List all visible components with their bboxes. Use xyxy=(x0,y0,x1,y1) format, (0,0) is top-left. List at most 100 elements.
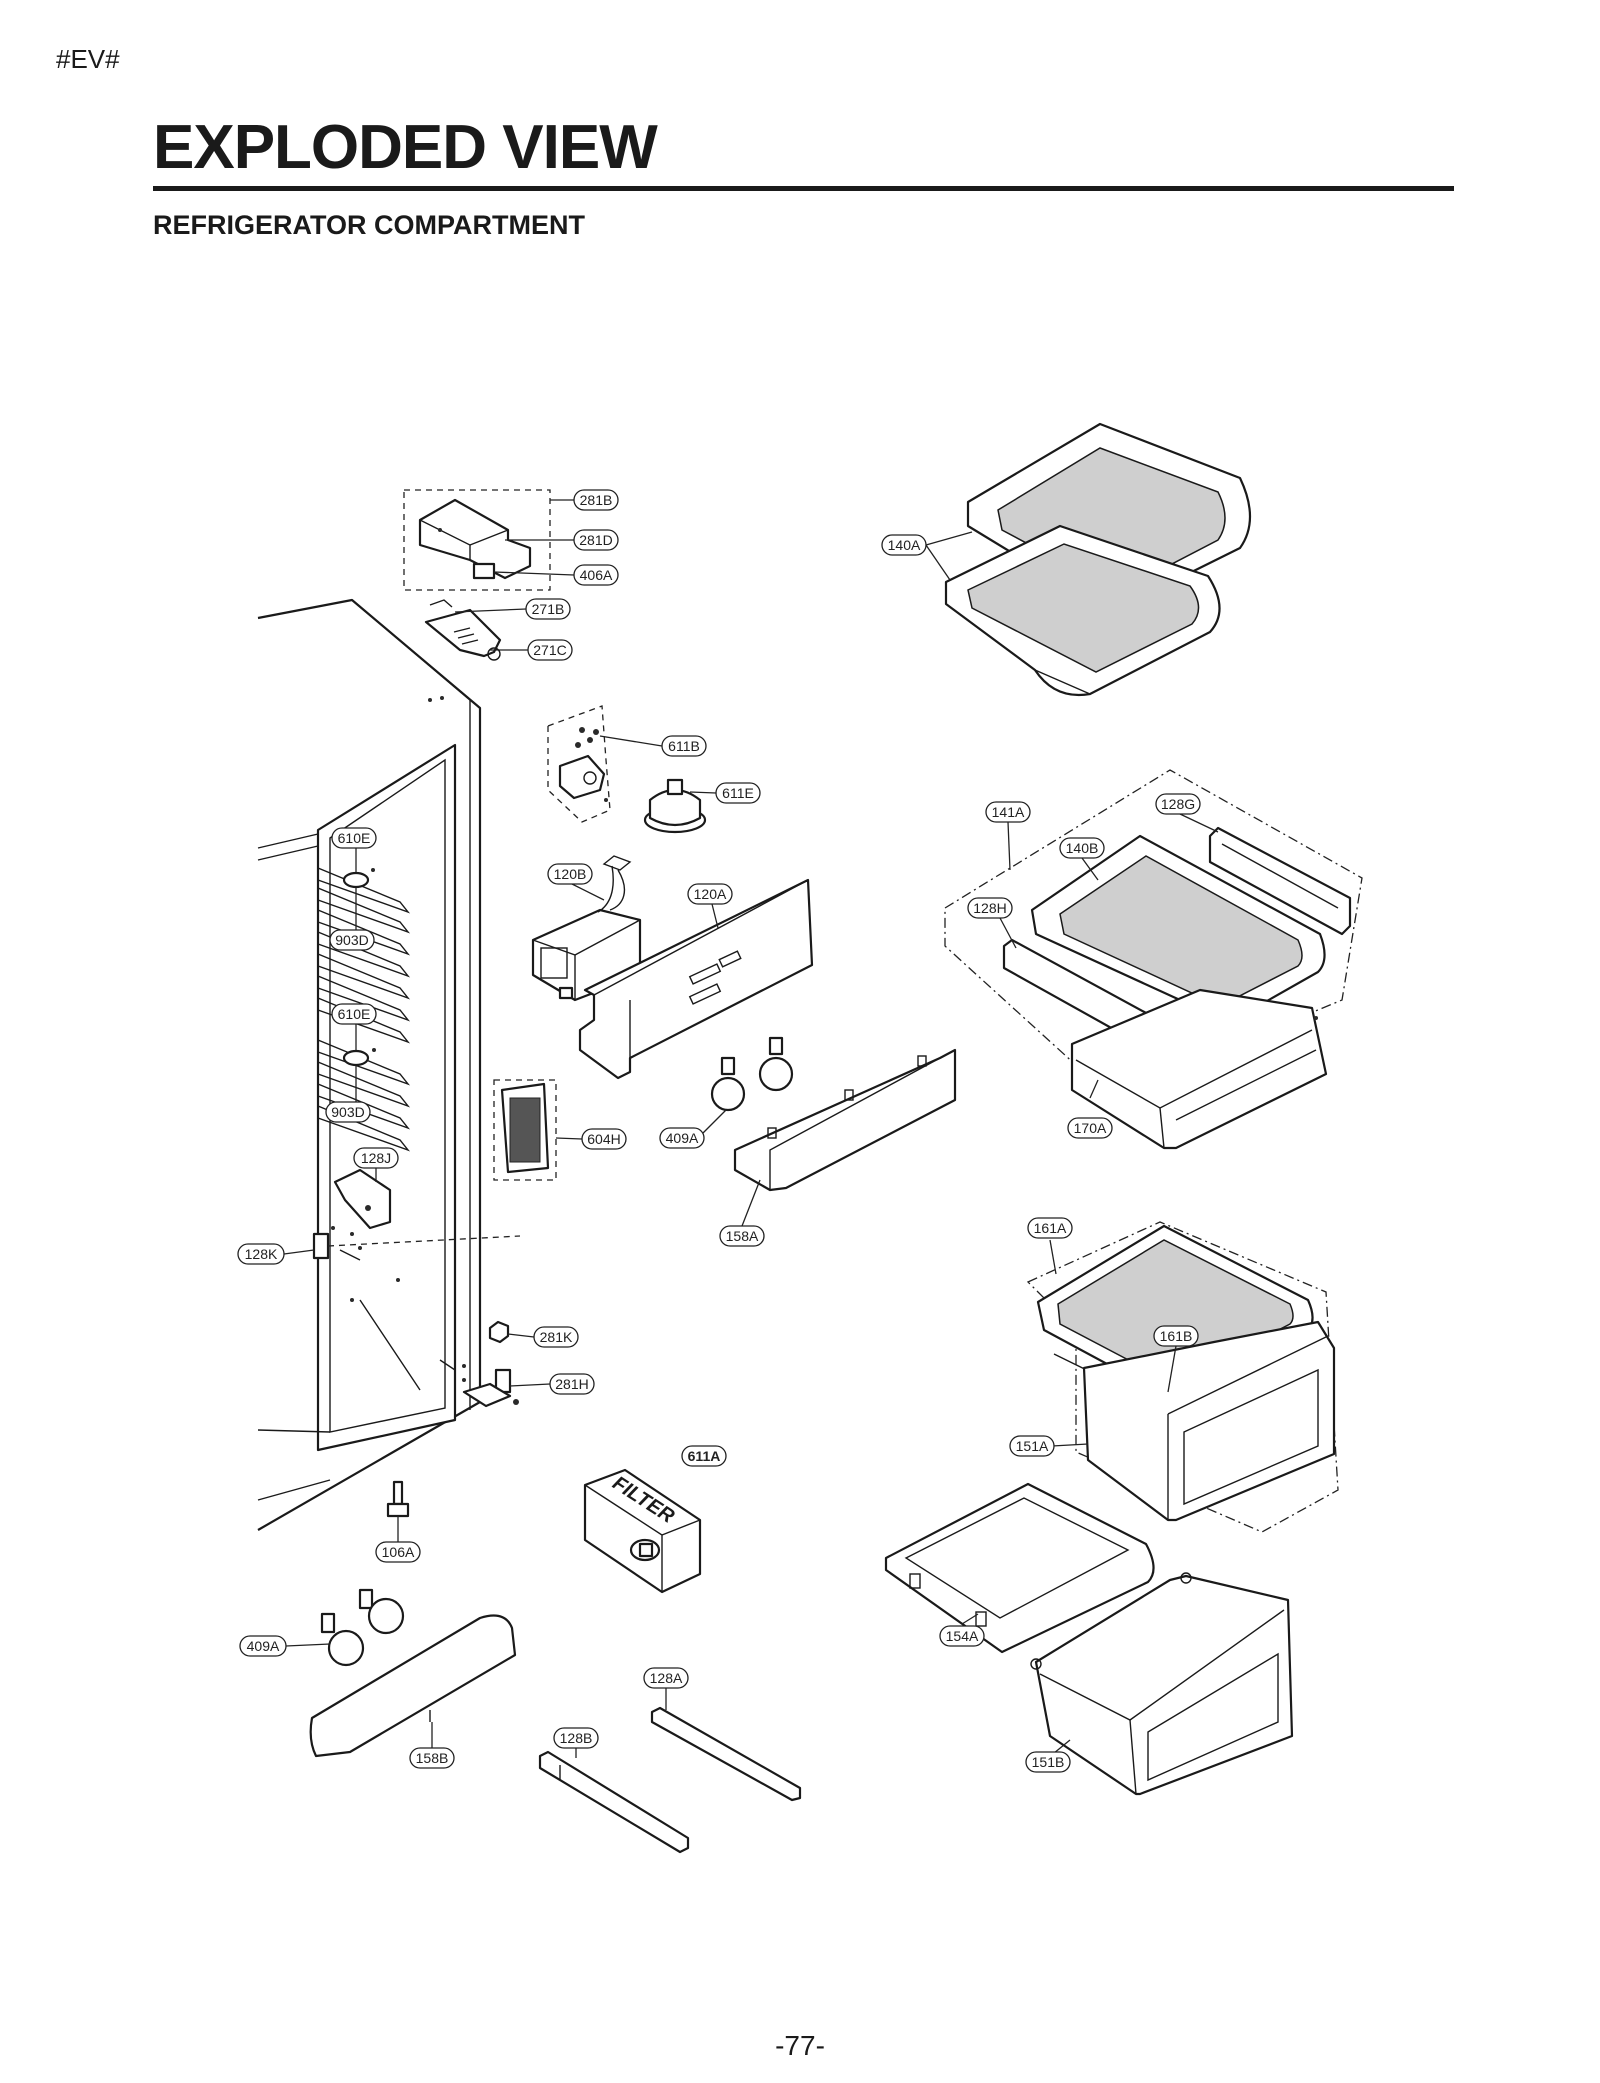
svg-text:604H: 604H xyxy=(587,1131,620,1147)
svg-text:120B: 120B xyxy=(554,866,587,882)
label-158A: 158A xyxy=(719,1225,765,1247)
label-128G: 128G xyxy=(1155,793,1201,815)
refrigerator-cabinet xyxy=(257,598,521,1531)
label-151A: 151A xyxy=(1009,1435,1055,1457)
lower-hinge-group xyxy=(462,1320,519,1408)
glass-shelf-140A xyxy=(944,422,1251,696)
label-406A: 406A xyxy=(573,564,619,586)
svg-text:140A: 140A xyxy=(888,537,921,553)
svg-text:158A: 158A xyxy=(726,1228,759,1244)
svg-text:281D: 281D xyxy=(579,532,612,548)
drawer-151B xyxy=(1030,1572,1294,1796)
section-tag: #EV# xyxy=(56,44,120,74)
svg-text:128A: 128A xyxy=(650,1670,683,1686)
svg-text:158B: 158B xyxy=(416,1750,449,1766)
svg-text:610E: 610E xyxy=(338,830,371,846)
label-903D-lower: 903D xyxy=(325,1101,371,1123)
label-128K: 128K xyxy=(237,1243,285,1265)
svg-text:281K: 281K xyxy=(540,1329,573,1345)
label-128J: 128J xyxy=(353,1147,399,1169)
label-120B: 120B xyxy=(547,863,593,885)
label-161A: 161A xyxy=(1027,1217,1073,1239)
label-128H: 128H xyxy=(967,897,1013,919)
svg-text:281H: 281H xyxy=(555,1376,588,1392)
svg-text:154A: 154A xyxy=(946,1628,979,1644)
motor-damper-group xyxy=(547,705,707,834)
svg-text:151A: 151A xyxy=(1016,1438,1049,1454)
page-subtitle: REFRIGERATOR COMPARTMENT xyxy=(153,210,585,240)
svg-text:903D: 903D xyxy=(335,932,368,948)
svg-text:128K: 128K xyxy=(245,1246,278,1262)
label-106A: 106A xyxy=(375,1541,421,1563)
hinge-bracket-271 xyxy=(424,599,502,661)
label-611B: 611B xyxy=(661,735,707,757)
svg-text:271B: 271B xyxy=(532,601,565,617)
lamp-bulbs-lower xyxy=(320,1588,405,1667)
svg-text:128B: 128B xyxy=(560,1730,593,1746)
svg-text:128J: 128J xyxy=(361,1150,391,1166)
label-141A: 141A xyxy=(985,801,1031,823)
label-604H: 604H xyxy=(581,1128,627,1150)
label-610E-upper: 610E xyxy=(331,827,377,849)
label-128A: 128A xyxy=(643,1667,689,1689)
leader-lines xyxy=(283,499,1219,1759)
title-rule xyxy=(153,186,1454,191)
label-903D-upper: 903D xyxy=(329,929,375,951)
svg-text:271C: 271C xyxy=(533,642,566,658)
svg-text:611A: 611A xyxy=(688,1448,721,1464)
svg-text:120A: 120A xyxy=(694,886,727,902)
svg-text:128G: 128G xyxy=(1161,796,1195,812)
svg-text:611E: 611E xyxy=(722,785,754,801)
crisper-cover-154A xyxy=(884,1482,1155,1654)
label-154A: 154A xyxy=(939,1625,985,1647)
svg-text:170A: 170A xyxy=(1074,1120,1107,1136)
lamp-cover-158B xyxy=(309,1614,517,1758)
bracket-120A xyxy=(578,878,814,1080)
svg-text:141A: 141A xyxy=(992,804,1025,820)
label-140A: 140A xyxy=(881,534,927,556)
svg-text:406A: 406A xyxy=(580,567,613,583)
svg-text:610E: 610E xyxy=(338,1006,371,1022)
label-281H: 281H xyxy=(549,1373,595,1395)
label-409A-upper: 409A xyxy=(659,1127,705,1149)
label-409A-lower: 409A xyxy=(239,1635,287,1657)
svg-text:611B: 611B xyxy=(668,738,700,754)
label-128B: 128B xyxy=(553,1727,599,1749)
svg-text:161B: 161B xyxy=(1160,1328,1193,1344)
svg-text:106A: 106A xyxy=(382,1544,415,1560)
label-151B: 151B xyxy=(1025,1751,1071,1773)
rail-128B xyxy=(538,1750,690,1854)
label-281K: 281K xyxy=(533,1326,579,1348)
top-cover-group xyxy=(403,489,551,591)
page-number: -77- xyxy=(775,2030,825,2061)
water-filter-611A xyxy=(583,1468,702,1594)
lamp-cover-158A xyxy=(733,1048,957,1192)
rail-128A xyxy=(650,1706,802,1802)
air-filter-604H xyxy=(493,1079,557,1181)
leveling-leg-106A xyxy=(386,1480,410,1518)
svg-text:151B: 151B xyxy=(1032,1754,1065,1770)
label-611A: 611A xyxy=(681,1445,727,1467)
label-610E-lower: 610E xyxy=(331,1003,377,1025)
label-158B: 158B xyxy=(409,1747,455,1769)
svg-text:903D: 903D xyxy=(331,1104,364,1120)
label-271C: 271C xyxy=(527,639,573,661)
label-611E: 611E xyxy=(715,782,761,804)
svg-text:409A: 409A xyxy=(247,1638,280,1654)
label-140B: 140B xyxy=(1059,837,1105,859)
lamp-bulbs-upper xyxy=(710,1036,794,1112)
label-161B: 161B xyxy=(1153,1325,1199,1347)
label-281D: 281D xyxy=(573,529,619,551)
svg-text:281B: 281B xyxy=(580,492,613,508)
label-271B: 271B xyxy=(525,598,571,620)
svg-text:161A: 161A xyxy=(1034,1220,1067,1236)
drawer-151A xyxy=(1082,1320,1336,1522)
label-170A: 170A xyxy=(1067,1117,1113,1139)
label-281B: 281B xyxy=(573,489,619,511)
drawer-170A xyxy=(1070,988,1328,1150)
svg-text:409A: 409A xyxy=(666,1130,699,1146)
page-title: EXPLODED VIEW xyxy=(153,113,658,182)
label-120A: 120A xyxy=(687,883,733,905)
svg-text:140B: 140B xyxy=(1066,840,1099,856)
